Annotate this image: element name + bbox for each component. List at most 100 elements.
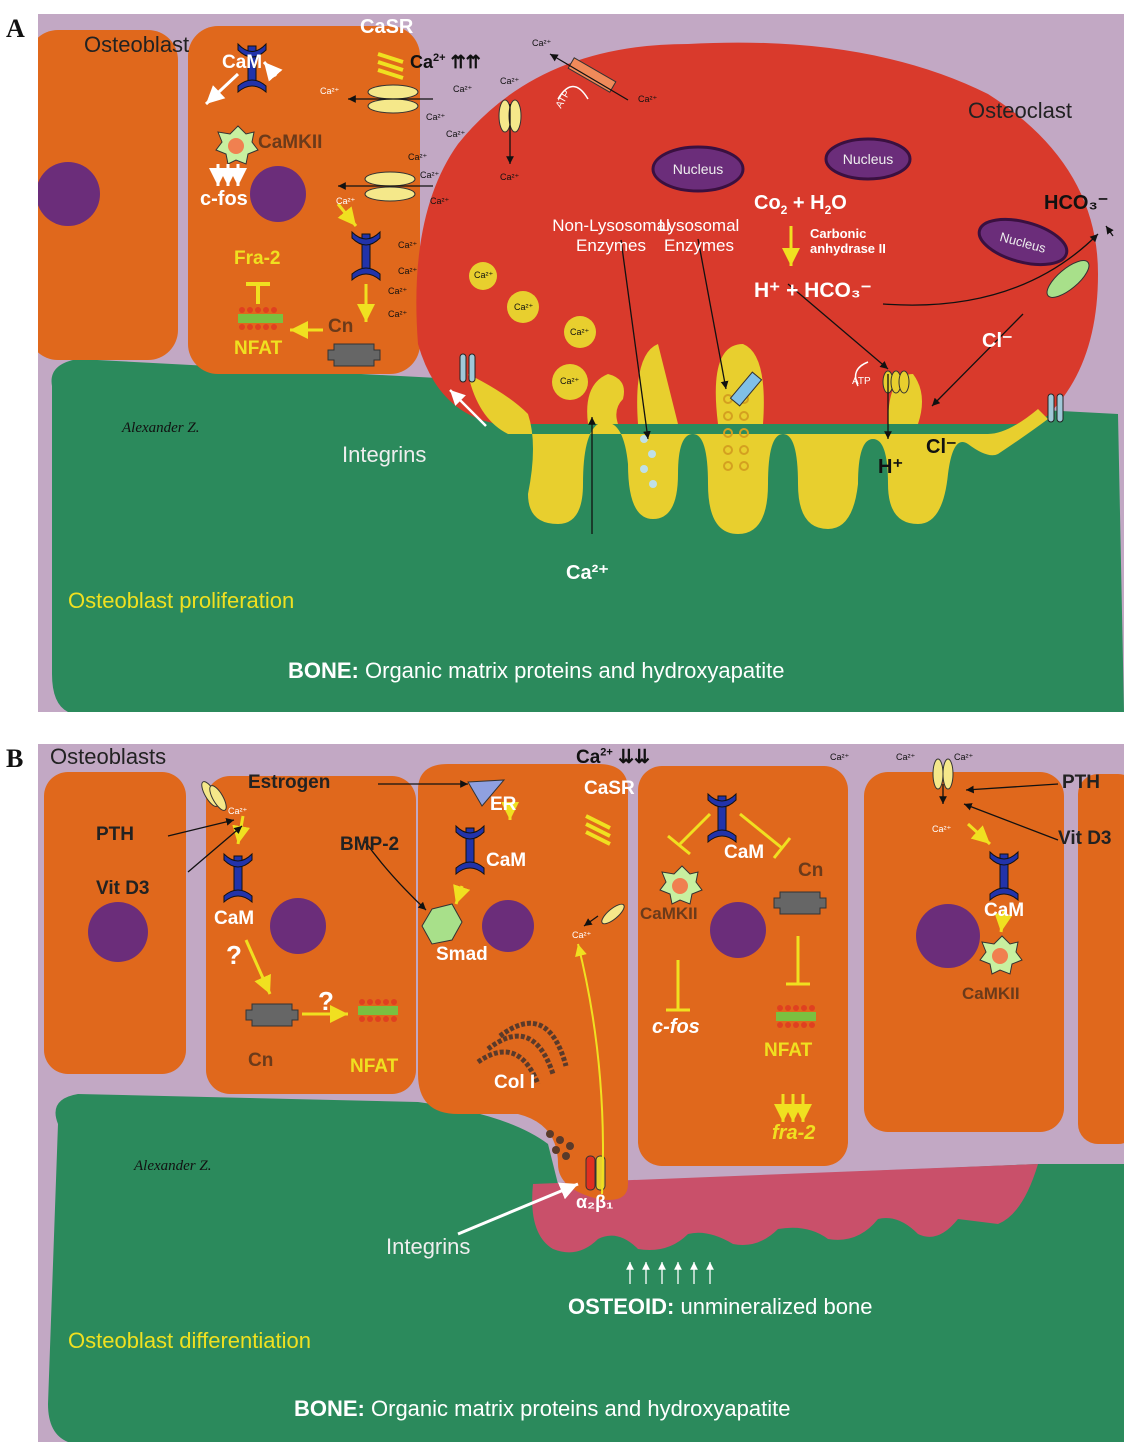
ca-small: Ca²⁺ xyxy=(336,196,355,207)
panel-b-label: B xyxy=(6,744,23,774)
ca-small: Ca²⁺ xyxy=(514,302,533,313)
pth-label-2: PTH xyxy=(1062,772,1100,794)
casr-label: CaSR xyxy=(360,16,413,39)
question-mark-2: ? xyxy=(318,986,334,1017)
lysosomal-enzymes-label: LysosomalEnzymes xyxy=(644,216,754,256)
co2-text: Co xyxy=(754,192,781,214)
casr-label-b: CaSR xyxy=(584,778,635,800)
osteoblasts-label: Osteoblasts xyxy=(50,744,166,770)
camkii-label-1: CaMKII xyxy=(640,904,698,924)
ca-sup-b: 2+ xyxy=(600,747,613,759)
cfos-label-b: c-fos xyxy=(652,1016,700,1039)
ca-small: Ca²⁺ xyxy=(532,38,551,49)
er-label: ER xyxy=(490,794,516,816)
hco3-label: HCO₃⁻ xyxy=(1044,190,1108,215)
up-arrows-icon: ⇈⇈ xyxy=(451,52,481,72)
cam-label: CaM xyxy=(222,52,262,74)
osteoblast-label: Osteoblast xyxy=(84,32,189,58)
bone-label-a: BONE: Organic matrix proteins and hydrox… xyxy=(288,658,784,684)
vitd3-label-2: Vit D3 xyxy=(1058,828,1112,850)
nfat-label-2: NFAT xyxy=(764,1040,812,1062)
ca-small: Ca²⁺ xyxy=(560,376,579,387)
nucleus xyxy=(270,898,326,954)
integrins-label: Integrins xyxy=(342,442,426,468)
ca-sup: 2+ xyxy=(433,52,446,64)
osteoclast-label: Osteoclast xyxy=(968,98,1072,124)
a2b1-label: α₂β₁ xyxy=(576,1192,614,1213)
hplus-label: H⁺ xyxy=(878,454,903,479)
carbonic-anhydrase-label: Carbonicanhydrase II xyxy=(810,226,886,256)
integrins-label-b: Integrins xyxy=(386,1234,470,1260)
nucleus xyxy=(916,904,980,968)
cfos-label: c-fos xyxy=(200,188,248,211)
lyso-line2: Enzymes xyxy=(644,236,754,256)
calcineurin-icon xyxy=(774,892,826,914)
ca-small: Ca²⁺ xyxy=(426,112,445,123)
ca-extracellular-label: Ca2+ ⇊⇊ xyxy=(576,746,650,769)
o-text: O xyxy=(831,192,847,214)
osteoid-rest: unmineralized bone xyxy=(674,1294,872,1319)
ca-small: Ca²⁺ xyxy=(408,152,427,163)
vitd3-label: Vit D3 xyxy=(96,878,150,900)
osteoid-label: OSTEOID: unmineralized bone xyxy=(568,1294,872,1320)
nfat-label: NFAT xyxy=(234,338,282,360)
panel-b: Osteoblasts PTH Vit D3 CaM ? ? Cn NFAT E… xyxy=(38,744,1124,1442)
ca-small: Ca²⁺ xyxy=(830,752,849,763)
smad-label: Smad xyxy=(436,944,488,966)
nucleus-label-1: Nucleus xyxy=(673,161,724,177)
nfat-icon xyxy=(238,307,283,330)
ca-small: Ca²⁺ xyxy=(398,240,417,251)
ca-small: Ca²⁺ xyxy=(638,94,657,105)
signature: Alexander Z. xyxy=(122,420,199,437)
nucleus-left xyxy=(38,162,100,226)
estrogen-label: Estrogen xyxy=(248,772,330,794)
ca-small: Ca²⁺ xyxy=(500,172,519,183)
differentiation-label: Osteoblast differentiation xyxy=(68,1328,311,1354)
question-mark-1: ? xyxy=(226,940,242,971)
bone-bold-b: BONE: xyxy=(294,1396,365,1421)
calcineurin-icon xyxy=(328,344,380,366)
osteoclast-ca-channel xyxy=(509,100,521,132)
cl-label-in: Cl⁻ xyxy=(982,328,1013,353)
fra2-label-b: fra-2 xyxy=(772,1122,815,1145)
ca-channel xyxy=(933,759,943,789)
nucleus xyxy=(710,902,766,958)
osteoblast-cell-4 xyxy=(638,766,848,1166)
carbonic-line1: Carbonic xyxy=(810,226,886,241)
co2-h2o-label: Co2 + H2O xyxy=(754,192,847,217)
proliferation-label: Osteoblast proliferation xyxy=(68,588,294,614)
ca2plus-label: Ca²⁺ xyxy=(566,560,609,585)
fra2-label: Fra-2 xyxy=(234,248,280,270)
pth-label: PTH xyxy=(96,824,134,846)
cam-label-1: CaM xyxy=(214,908,254,930)
cam-label-2: CaM xyxy=(486,850,526,872)
nucleus xyxy=(88,902,148,962)
ca-small: Ca²⁺ xyxy=(572,930,591,941)
ca-small: Ca²⁺ xyxy=(228,806,247,817)
ca-channel xyxy=(365,172,415,186)
ca-small: Ca²⁺ xyxy=(320,86,339,97)
col1-label: Col I xyxy=(494,1072,535,1094)
nfat-icon xyxy=(358,999,398,1022)
nfat-icon xyxy=(776,1005,816,1028)
cn-label-1: Cn xyxy=(248,1050,273,1072)
ca-small: Ca²⁺ xyxy=(388,286,407,297)
cn-label-2: Cn xyxy=(798,860,823,882)
nucleus xyxy=(482,900,534,952)
ca-channel xyxy=(368,85,418,99)
down-arrows-icon: ⇊⇊ xyxy=(618,747,650,768)
cl-label-out: Cl⁻ xyxy=(926,434,957,459)
panel-a-label: A xyxy=(6,14,25,44)
atp-label-2: ATP xyxy=(852,376,871,387)
nucleus-label-2: Nucleus xyxy=(843,151,894,167)
sub2: 2 xyxy=(781,203,788,217)
ca-text-b: Ca xyxy=(576,747,600,768)
cn-label: Cn xyxy=(328,316,353,338)
ca-channel xyxy=(365,187,415,201)
ca-text: Ca xyxy=(410,52,433,72)
calcineurin-icon xyxy=(246,1004,298,1026)
nfat-label-1: NFAT xyxy=(350,1056,398,1078)
ca-small: Ca²⁺ xyxy=(932,824,951,835)
bone-bold-a: BONE: xyxy=(288,658,359,683)
carbonic-line2: anhydrase II xyxy=(810,241,886,256)
